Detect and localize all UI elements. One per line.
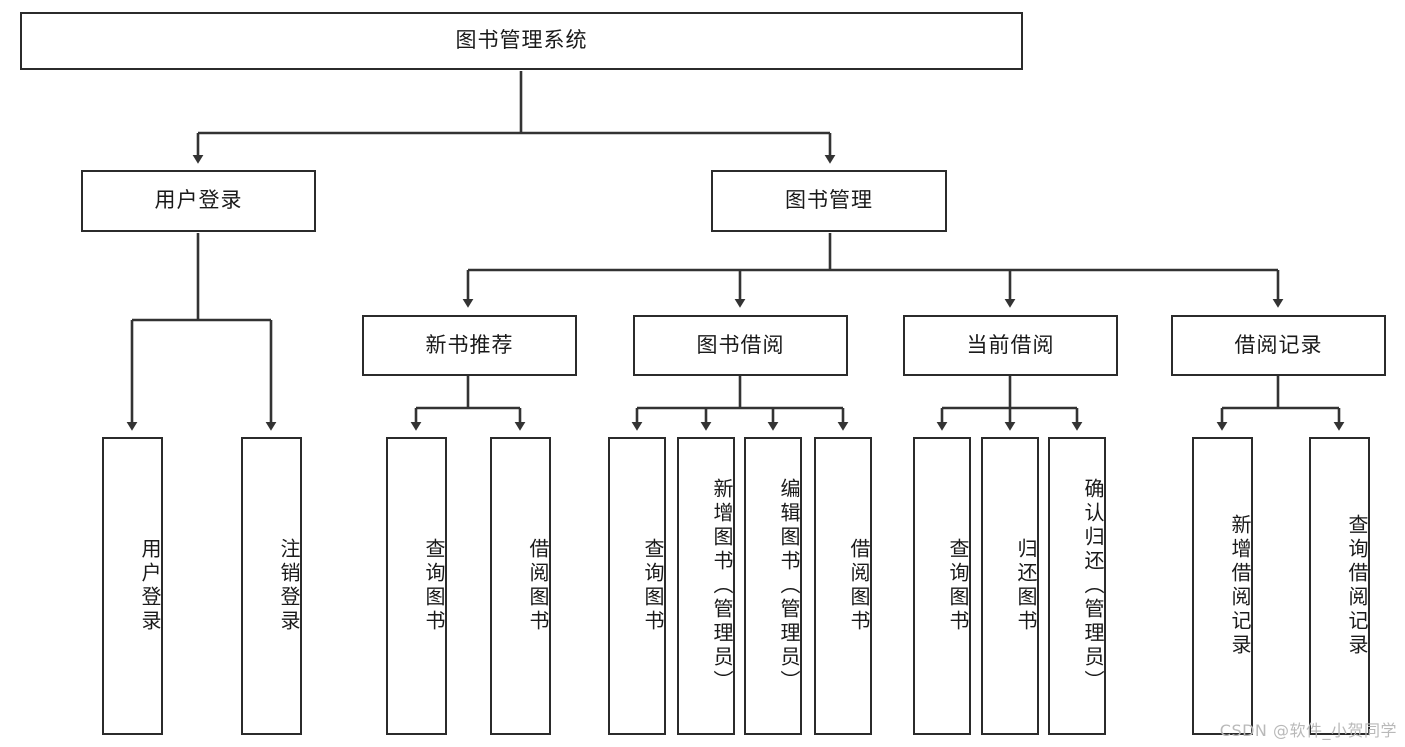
node-borrow-record[interactable]: 借阅记录 xyxy=(1171,315,1386,376)
node-label: 借阅图书 xyxy=(526,538,550,634)
node-label: 查询图书 xyxy=(641,538,665,634)
leaf-add-book[interactable]: 新增图书（管理员） xyxy=(677,437,735,735)
node-label: 查询图书 xyxy=(946,538,970,634)
leaf-borrow-book-1[interactable]: 借阅图书 xyxy=(490,437,551,735)
node-label: 新书推荐 xyxy=(425,332,514,357)
node-current-borrow[interactable]: 当前借阅 xyxy=(903,315,1118,376)
leaf-logout[interactable]: 注销登录 xyxy=(241,437,302,735)
node-label: 图书借阅 xyxy=(696,332,785,357)
node-label: 注销登录 xyxy=(277,538,301,634)
node-label: 借阅图书 xyxy=(847,538,871,634)
leaf-query-record[interactable]: 查询借阅记录 xyxy=(1309,437,1370,735)
node-book-borrow[interactable]: 图书借阅 xyxy=(633,315,848,376)
node-label: 新增借阅记录 xyxy=(1228,514,1252,658)
node-root-system[interactable]: 图书管理系统 xyxy=(20,12,1023,70)
leaf-borrow-book-2[interactable]: 借阅图书 xyxy=(814,437,872,735)
node-label: 用户登录 xyxy=(154,188,243,213)
node-label: 归还图书 xyxy=(1014,538,1038,634)
node-new-book-recommend[interactable]: 新书推荐 xyxy=(362,315,577,376)
node-label: 用户登录 xyxy=(138,538,162,634)
leaf-edit-book[interactable]: 编辑图书（管理员） xyxy=(744,437,802,735)
leaf-query-book-1[interactable]: 查询图书 xyxy=(386,437,447,735)
watermark: CSDN @软件_小贺同学 xyxy=(1219,721,1397,740)
leaf-query-book-2[interactable]: 查询图书 xyxy=(608,437,666,735)
leaf-return-book[interactable]: 归还图书 xyxy=(981,437,1039,735)
node-label: 确认归还（管理员） xyxy=(1081,478,1105,694)
node-label: 查询借阅记录 xyxy=(1345,514,1369,658)
node-label: 图书管理 xyxy=(785,188,873,213)
node-user-login[interactable]: 用户登录 xyxy=(81,170,316,232)
node-label: 编辑图书（管理员） xyxy=(777,478,801,694)
leaf-confirm-return[interactable]: 确认归还（管理员） xyxy=(1048,437,1106,735)
node-label: 新增图书（管理员） xyxy=(710,478,734,694)
node-label: 借阅记录 xyxy=(1234,332,1323,357)
node-label: 查询图书 xyxy=(422,538,446,634)
node-book-manage[interactable]: 图书管理 xyxy=(711,170,947,232)
leaf-query-book-3[interactable]: 查询图书 xyxy=(913,437,971,735)
leaf-user-login[interactable]: 用户登录 xyxy=(102,437,163,735)
node-label: 当前借阅 xyxy=(966,332,1055,357)
leaf-add-record[interactable]: 新增借阅记录 xyxy=(1192,437,1253,735)
node-label: 图书管理系统 xyxy=(455,28,588,53)
